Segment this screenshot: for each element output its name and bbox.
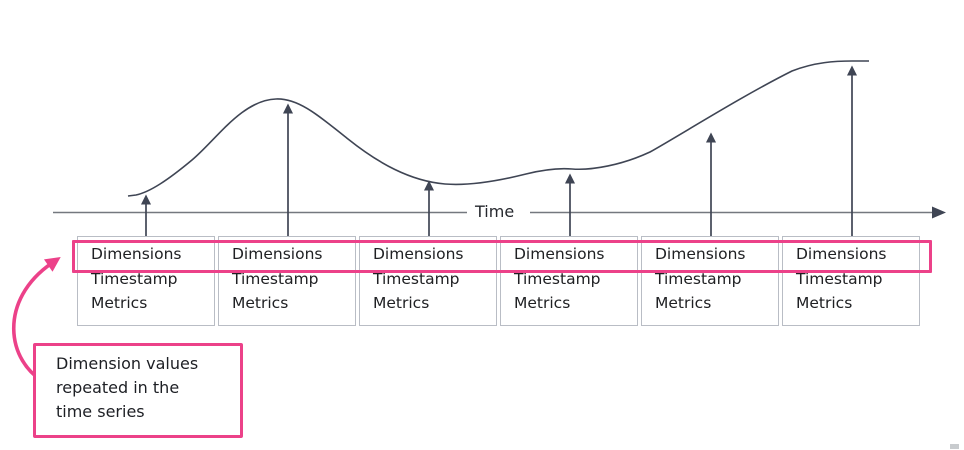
record-field-dimensions: Dimensions	[796, 245, 887, 263]
record-box: Dimensions Timestamp Metrics	[500, 236, 638, 326]
callout-line: repeated in the	[56, 378, 180, 397]
record-field-timestamp: Timestamp	[514, 269, 601, 288]
sample-arrows	[140, 65, 858, 236]
record-box: Dimensions Timestamp Metrics	[359, 236, 497, 326]
record-field-dimensions: Dimensions	[232, 245, 323, 263]
dimensions-row-highlight	[72, 240, 932, 273]
record-field-timestamp: Timestamp	[373, 269, 460, 288]
record-box: Dimensions Timestamp Metrics	[77, 236, 215, 326]
record-field-timestamp: Timestamp	[232, 269, 319, 288]
record-field-timestamp: Timestamp	[91, 269, 178, 288]
record-field-timestamp: Timestamp	[655, 269, 742, 288]
record-field-metrics: Metrics	[655, 294, 712, 312]
record-field-metrics: Metrics	[514, 294, 571, 312]
record-box: Dimensions Timestamp Metrics	[641, 236, 779, 326]
record-box: Dimensions Timestamp Metrics	[218, 236, 356, 326]
record-field-dimensions: Dimensions	[91, 245, 182, 263]
callout-note: Dimension values repeated in the time se…	[33, 343, 243, 438]
time-axis-label: Time	[468, 202, 522, 221]
time-axis	[53, 206, 946, 219]
series-curve	[127, 60, 869, 197]
record-field-metrics: Metrics	[91, 294, 148, 312]
corner-artifact	[950, 444, 959, 449]
axis-arrowhead-icon	[932, 206, 946, 219]
record-field-metrics: Metrics	[232, 294, 289, 312]
record-field-timestamp: Timestamp	[796, 269, 883, 288]
record-field-dimensions: Dimensions	[655, 245, 746, 263]
record-field-dimensions: Dimensions	[373, 245, 464, 263]
callout-line: Dimension values	[56, 354, 199, 373]
record-field-dimensions: Dimensions	[514, 245, 605, 263]
record-field-metrics: Metrics	[373, 294, 430, 312]
record-field-metrics: Metrics	[796, 294, 853, 312]
record-box: Dimensions Timestamp Metrics	[782, 236, 920, 326]
callout-line: time series	[56, 402, 145, 421]
